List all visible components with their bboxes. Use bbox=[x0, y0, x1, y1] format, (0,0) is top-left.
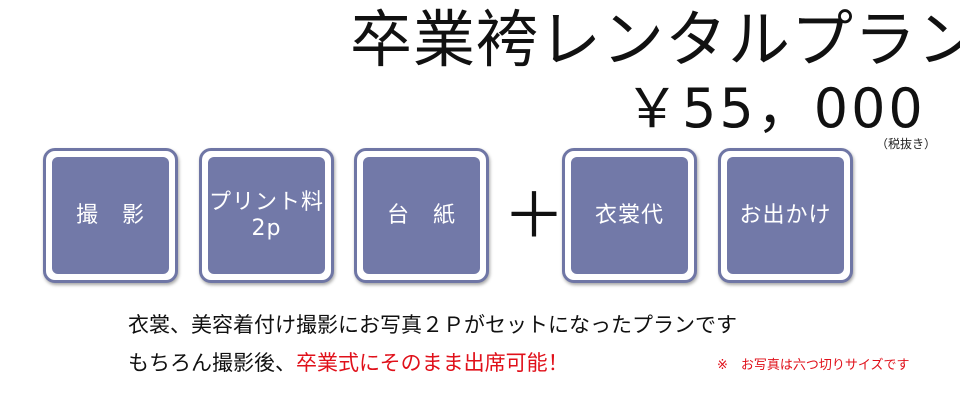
description-line-1: 衣裳、美容着付け撮影にお写真２Ｐがセットになったプランです bbox=[128, 313, 737, 337]
tax-note: （税抜き） bbox=[876, 137, 937, 151]
item-tile-outing: お出かけ bbox=[718, 148, 853, 283]
plus-sign: ＋ bbox=[503, 179, 566, 252]
plan-price: ￥55，000 bbox=[625, 77, 926, 140]
item-label: お出かけ bbox=[739, 202, 832, 228]
description-highlight: 卒業式にそのまま出席可能！ bbox=[296, 351, 569, 375]
item-tile-photography: 撮 影 bbox=[43, 148, 178, 283]
item-tile-mount: 台 紙 bbox=[354, 148, 489, 283]
item-sublabel: 2p bbox=[251, 215, 282, 241]
item-tile-outing-face: お出かけ bbox=[727, 157, 844, 274]
item-label: 衣裳代 bbox=[594, 202, 664, 228]
plan-title: 卒業袴レンタルプラン bbox=[350, 3, 960, 76]
item-tile-print-face: プリント料 2p bbox=[208, 157, 325, 274]
photo-size-note: ※ お写真は六つ切りサイズです bbox=[717, 358, 910, 373]
item-label: 撮 影 bbox=[75, 202, 145, 228]
description-line-2: もちろん撮影後、卒業式にそのまま出席可能！ bbox=[128, 350, 569, 376]
item-tile-costume-face: 衣裳代 bbox=[571, 157, 688, 274]
description-line-2-text: もちろん撮影後、 bbox=[128, 351, 296, 375]
item-tile-print: プリント料 2p bbox=[199, 148, 334, 283]
item-label: プリント料 bbox=[208, 189, 324, 215]
item-tile-mount-face: 台 紙 bbox=[363, 157, 480, 274]
item-label: 台 紙 bbox=[386, 202, 456, 228]
item-tile-costume: 衣裳代 bbox=[562, 148, 697, 283]
item-tile-photography-face: 撮 影 bbox=[52, 157, 169, 274]
